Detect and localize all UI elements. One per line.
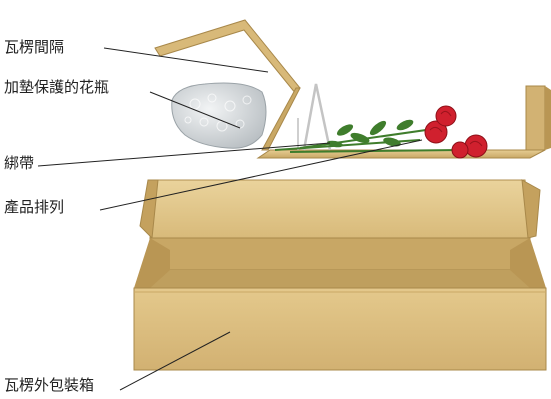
leader-line-outer-box [119,331,231,391]
label-product-arrangement: 產品排列 [4,198,65,216]
leader-line-vase [149,91,241,129]
label-padded-vase: 加墊保護的花瓶 [4,78,110,96]
rose-bouquet-icon [274,105,488,159]
leader-line-divider [103,47,269,73]
label-corrugated-outer-box: 瓦楞外包裝箱 [4,376,95,394]
strap [297,83,332,151]
cardboard-box-icon [133,179,547,371]
leader-line-product [99,139,423,211]
leader-line-strap [37,142,331,167]
bubble-wrapped-vase-icon [171,82,267,149]
label-corrugated-divider: 瓦楞間隔 [4,38,65,56]
label-strap: 綁帶 [4,154,35,172]
